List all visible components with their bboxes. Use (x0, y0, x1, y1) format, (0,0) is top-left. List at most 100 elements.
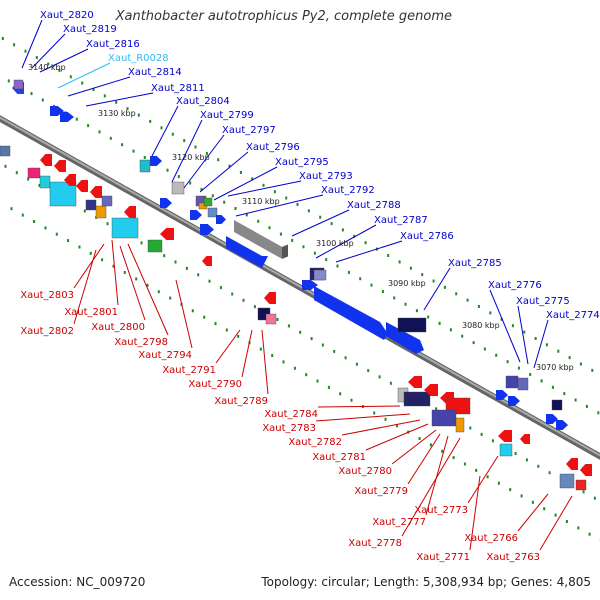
forward-gene-arrow (200, 224, 214, 235)
tick-mark (529, 373, 532, 376)
tick-mark (101, 258, 104, 262)
tick-mark (359, 277, 362, 281)
reverse-gene-arrow (424, 384, 438, 396)
tick-mark (381, 290, 384, 293)
tick-mark (393, 296, 396, 300)
tick-mark (293, 366, 296, 370)
tick-mark (469, 426, 472, 430)
tick-mark (121, 143, 124, 147)
reverse-gene-label: Xaut_2766 (464, 533, 518, 544)
reverse-gene-label: Xaut_2800 (91, 322, 145, 333)
reverse-gene-label: Xaut_2782 (288, 437, 342, 448)
tick-mark (242, 298, 245, 302)
reverse-gene-arrow (566, 458, 578, 470)
reverse-gene-label: Xaut_2781 (312, 452, 366, 463)
tick-mark (1, 37, 4, 40)
reverse-gene-arrow (408, 376, 422, 388)
tick-mark (565, 520, 568, 523)
reverse-gene-arrow (202, 256, 212, 266)
reverse-gene-arrow (520, 434, 530, 444)
forward-gene-slab (234, 220, 282, 259)
reverse-gene-box (559, 473, 575, 489)
forward-gene-box (397, 317, 427, 333)
tick-mark (449, 328, 452, 332)
tick-mark (455, 292, 458, 296)
tick-mark (597, 411, 600, 415)
tick-mark (92, 88, 95, 91)
tick-mark (13, 43, 16, 47)
tick-mark (313, 251, 316, 255)
tick-mark (75, 117, 78, 121)
reverse-gene-arrow (76, 180, 88, 192)
tick-mark (429, 443, 432, 447)
forward-gene-label: Xaut_2796 (246, 142, 300, 153)
tick-mark (370, 283, 373, 287)
tick-mark (395, 424, 398, 428)
tick-mark (24, 49, 27, 53)
tick-mark (259, 347, 262, 351)
reverse-label-leader (365, 423, 429, 451)
tick-mark (514, 452, 517, 455)
tick-mark (548, 471, 551, 475)
tick-mark (577, 526, 580, 530)
tick-mark (89, 251, 92, 255)
tick-mark (200, 187, 203, 191)
tick-mark (511, 324, 514, 328)
tick-mark (545, 343, 548, 347)
forward-gene-label: Xaut_2774 (546, 310, 600, 321)
forward-gene-arrow (160, 198, 172, 208)
tick-mark (517, 366, 520, 370)
forward-gene-label: Xaut_2776 (488, 280, 542, 291)
tick-mark (279, 232, 282, 236)
tick-mark (231, 292, 234, 296)
reverse-label-leader (315, 413, 411, 422)
reverse-gene-label: Xaut_2773 (414, 505, 468, 516)
reverse-gene-label: Xaut_2783 (262, 423, 316, 434)
tick-mark (225, 328, 228, 332)
reverse-gene-label: Xaut_2798 (114, 337, 168, 348)
reverse-gene-label: Xaut_2801 (64, 307, 118, 318)
reverse-label-leader (215, 329, 241, 364)
reverse-label-leader (517, 493, 549, 532)
tick-mark (143, 156, 146, 159)
tick-mark (497, 481, 500, 485)
reverse-gene-label: Xaut_2778 (348, 538, 402, 549)
tick-mark (347, 270, 350, 274)
tick-mark (534, 337, 537, 340)
forward-gene-arrow (216, 215, 226, 224)
tick-mark (197, 273, 200, 277)
tick-mark (557, 349, 560, 353)
reverse-gene-label: Xaut_2779 (354, 486, 408, 497)
kbp-tick-label: 3100 kbp (316, 239, 354, 248)
forward-gene-label: Xaut_2792 (321, 185, 375, 196)
tick-mark (160, 126, 163, 130)
tick-mark (174, 260, 177, 264)
kbp-tick-label: 3130 kbp (98, 109, 136, 118)
forward-gene-box (207, 207, 218, 218)
reverse-gene-box (101, 195, 113, 207)
forward-gene-arrow (314, 286, 388, 340)
forward-label-leader (85, 92, 154, 107)
reverse-gene-box (431, 409, 457, 427)
tick-mark (234, 207, 237, 210)
tick-mark (189, 181, 192, 185)
tick-mark (398, 260, 401, 264)
tick-mark (268, 226, 271, 230)
reverse-gene-label: Xaut_2789 (214, 396, 268, 407)
tick-mark (177, 175, 180, 179)
forward-gene-label: Xaut_2799 (200, 110, 254, 121)
forward-label-leader (423, 267, 451, 311)
tick-mark (55, 232, 58, 236)
reverse-gene-label: Xaut_2771 (416, 552, 470, 563)
reverse-gene-box (147, 239, 163, 253)
tick-mark (364, 241, 367, 245)
forward-gene-arrow (496, 390, 508, 400)
forward-label-leader (67, 76, 131, 97)
tick-mark (276, 318, 279, 321)
tick-mark (491, 439, 494, 443)
forward-gene-box (313, 269, 327, 281)
forward-gene-label: Xaut_2785 (448, 258, 502, 269)
forward-gene-label: Xaut_2775 (516, 296, 570, 307)
